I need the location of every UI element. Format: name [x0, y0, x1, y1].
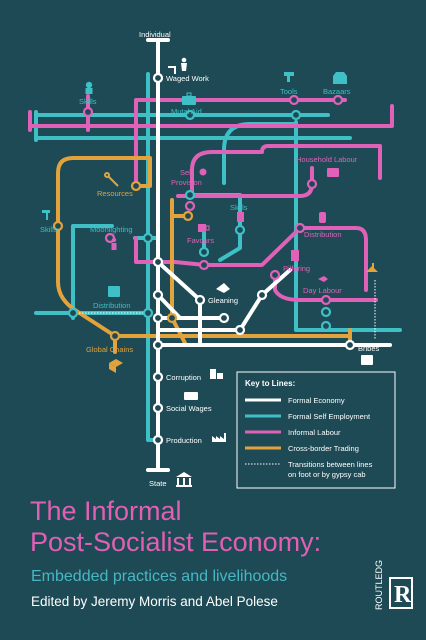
key-formal: Formal Economy — [288, 396, 345, 405]
transition-dots — [73, 280, 376, 340]
station-global-chains: Global Chains — [86, 345, 133, 354]
station-labels: Individual Waged Work Skills Mutal Aid T… — [40, 30, 380, 488]
book-title: The Informal Post-Socialist Economy: — [30, 496, 321, 558]
household-icon — [327, 168, 339, 177]
bird-icon — [318, 276, 328, 282]
mug-icon — [198, 224, 210, 232]
station-corruption: Corruption — [166, 373, 201, 382]
line-key: Key to Lines: Formal Economy Formal Self… — [236, 371, 396, 489]
station-skills-left: Skills — [40, 225, 58, 234]
station-skills-top: Skills — [79, 97, 97, 106]
informal-labour-lines — [28, 94, 394, 302]
key-transitions-line1: Transitions between lines — [288, 460, 373, 469]
bottle-icon — [319, 212, 326, 223]
station-mutal-aid: Mutal Aid — [171, 107, 202, 116]
station-state: State — [149, 479, 167, 488]
station-distribution-left: Distribution — [93, 301, 131, 310]
station-production: Production — [166, 436, 202, 445]
station-tools: Tools — [280, 87, 298, 96]
newspaper-icon — [184, 392, 198, 400]
book-editors: Edited by Jeremy Morris and Abel Polese — [31, 594, 278, 609]
publisher-logo-letter: R — [394, 582, 412, 608]
book-subtitle: Embedded practices and livelihoods — [31, 568, 288, 585]
station-bribes: Bribes — [358, 344, 380, 353]
key-cross-border: Cross-border Trading — [288, 444, 359, 453]
station-resources: Resources — [97, 189, 133, 198]
publisher-name: ROUTLEDGE — [374, 560, 384, 610]
formal-economy-lines — [146, 38, 392, 472]
station-distribution-right: Distribution — [304, 230, 342, 239]
hands-icon — [216, 283, 230, 293]
money-icon — [361, 355, 373, 365]
briefcase-icon — [182, 92, 196, 105]
truck-icon — [108, 286, 120, 297]
station-moonlighting: Moonlighting — [90, 225, 133, 234]
station-pilfering: Pilfering — [283, 264, 310, 273]
station-nodes — [52, 72, 356, 446]
station-skills-mid: Skills — [230, 203, 248, 212]
corruption-icon — [210, 369, 223, 379]
person-icon — [181, 57, 187, 71]
key-informal: Informal Labour — [288, 428, 341, 437]
moonlighting-person-icon — [111, 237, 117, 250]
transit-map: Individual Waged Work Skills Mutal Aid T… — [28, 30, 402, 489]
market-icon — [333, 72, 347, 84]
box-icon — [109, 359, 123, 373]
factory-icon — [212, 433, 226, 442]
station-provision: Provision — [171, 178, 202, 187]
publisher-logo-box — [389, 577, 413, 609]
paint-icon — [237, 212, 244, 222]
station-gleaning: Gleaning — [208, 296, 238, 305]
station-day-labour: Day Labour — [303, 286, 342, 295]
station-favours: Favours — [187, 236, 214, 245]
apple-icon — [199, 168, 207, 176]
station-household-labour: Household Labour — [296, 155, 358, 164]
book-title-line2: Post-Socialist Economy: — [30, 527, 322, 557]
station-social-wages: Social Wages — [166, 404, 212, 413]
station-individual: Individual — [139, 30, 171, 39]
hammer-icon — [168, 66, 176, 74]
station-bazaars: Bazaars — [323, 87, 351, 96]
key-transitions-line2: on foot or by gypsy cab — [288, 470, 366, 479]
dig-icon — [366, 263, 378, 272]
station-self: Self — [180, 168, 194, 177]
key-title: Key to Lines: — [245, 379, 295, 388]
hoe-icon — [42, 210, 50, 220]
publisher-logo: ROUTLEDGE R — [374, 560, 413, 610]
building-icon — [176, 472, 192, 487]
book-title-line1: The Informal — [30, 496, 182, 526]
self-employment-lines — [34, 72, 402, 442]
fuel-icon — [291, 250, 299, 261]
wrench-icon — [104, 172, 119, 187]
station-waged-work: Waged Work — [166, 74, 209, 83]
worker-icon — [85, 81, 93, 94]
key-self-employment: Formal Self Employment — [288, 412, 371, 421]
drill-icon — [284, 72, 294, 82]
